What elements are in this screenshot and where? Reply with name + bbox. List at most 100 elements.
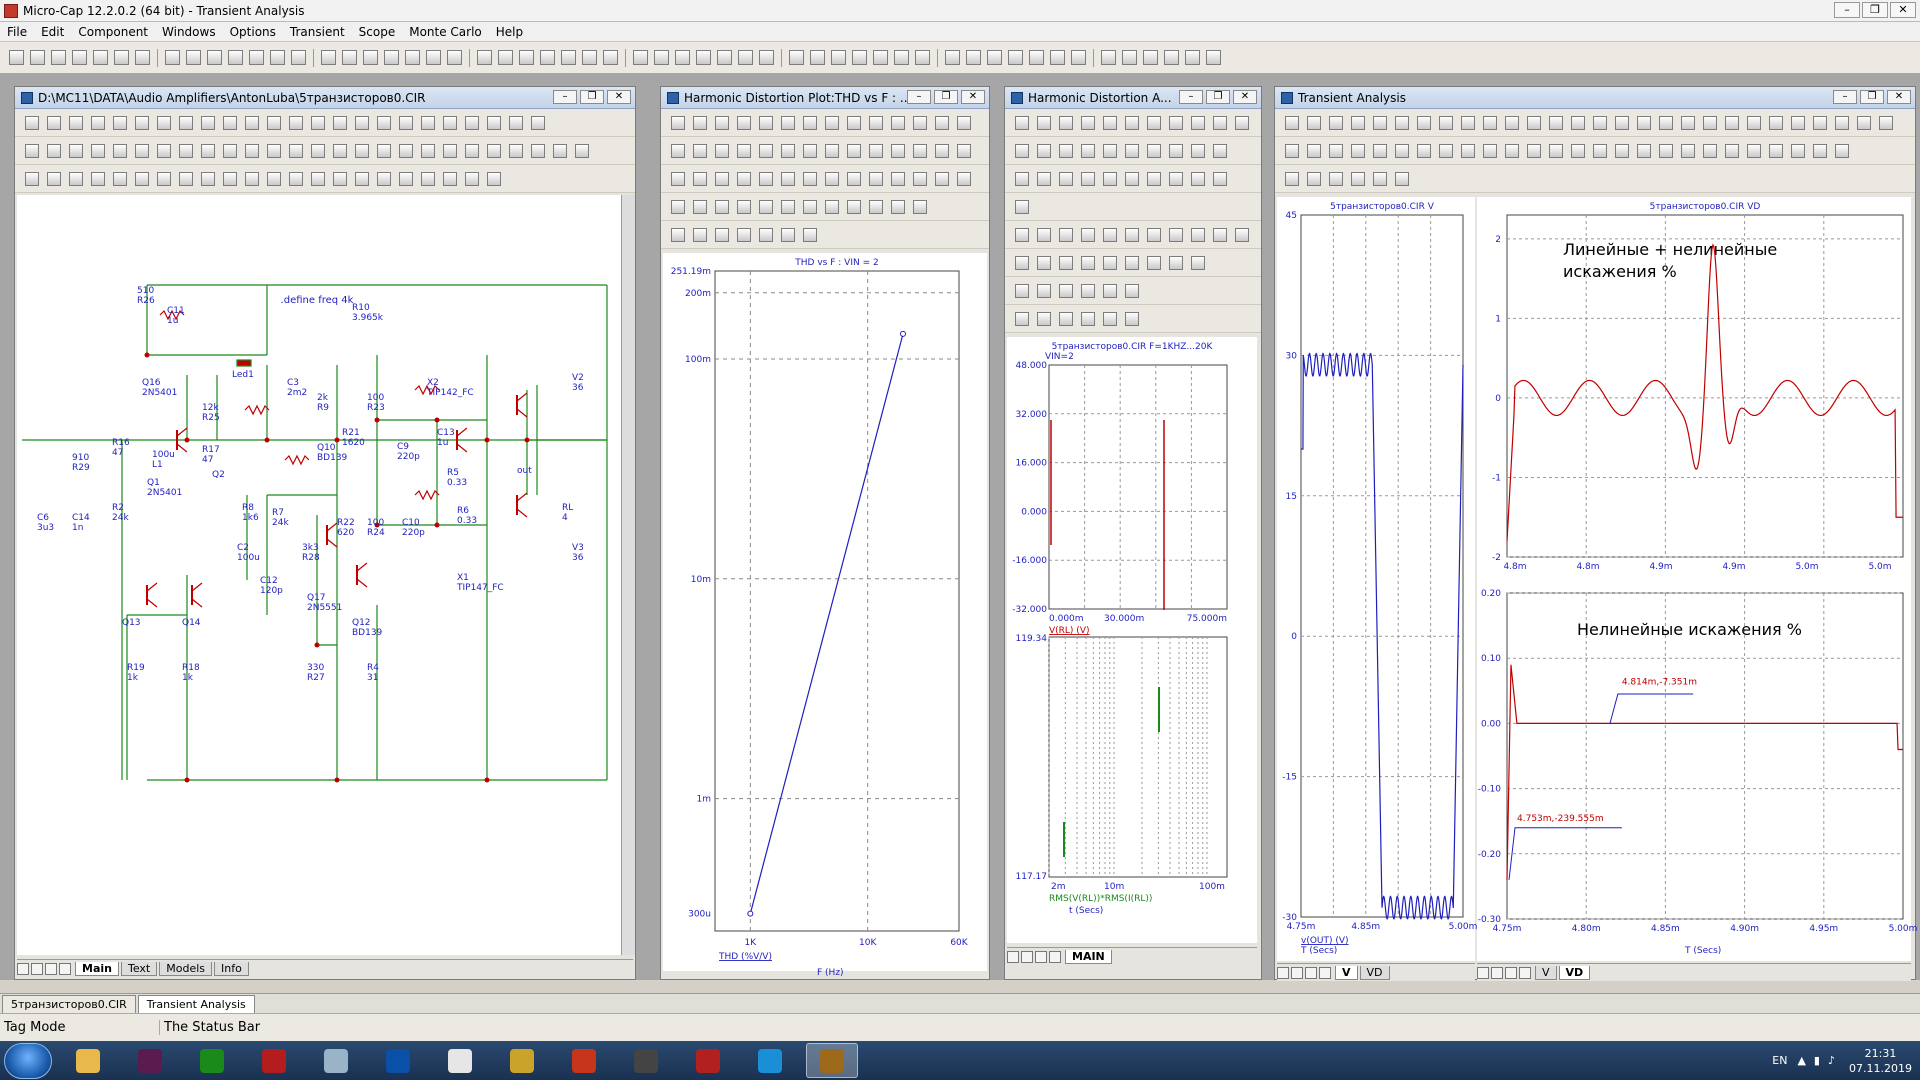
- tool-icon[interactable]: [1505, 115, 1519, 130]
- toolbar-button-icon[interactable]: [1050, 50, 1065, 65]
- tool-icon[interactable]: [869, 115, 883, 130]
- thd-minimize-button[interactable]: –: [907, 90, 931, 104]
- tool-icon[interactable]: [891, 171, 905, 186]
- taskbar-green-app-icon[interactable]: [186, 1043, 238, 1078]
- tool-icon[interactable]: [825, 115, 839, 130]
- tool-icon[interactable]: [1439, 143, 1453, 158]
- toolbar-button-icon[interactable]: [945, 50, 960, 65]
- tool-icon[interactable]: [759, 199, 773, 214]
- tool-icon[interactable]: [1461, 143, 1475, 158]
- tool-icon[interactable]: [1059, 311, 1073, 326]
- tab-main[interactable]: Main: [75, 961, 119, 976]
- toolbar-button-icon[interactable]: [114, 50, 129, 65]
- tool-icon[interactable]: [1571, 115, 1585, 130]
- ta-left-tab-v[interactable]: V: [1335, 965, 1358, 980]
- tool-icon[interactable]: [1213, 115, 1227, 130]
- tool-icon[interactable]: [157, 115, 171, 130]
- tool-icon[interactable]: [693, 199, 707, 214]
- tool-icon[interactable]: [69, 115, 83, 130]
- toolbar-button-icon[interactable]: [675, 50, 690, 65]
- tool-icon[interactable]: [1213, 227, 1227, 242]
- menu-file[interactable]: File: [7, 24, 28, 39]
- tool-icon[interactable]: [935, 115, 949, 130]
- tool-icon[interactable]: [1307, 143, 1321, 158]
- ta-minimize-button[interactable]: –: [1833, 90, 1857, 104]
- tool-icon[interactable]: [781, 143, 795, 158]
- tool-icon[interactable]: [869, 199, 883, 214]
- tool-icon[interactable]: [1659, 115, 1673, 130]
- tool-icon[interactable]: [781, 171, 795, 186]
- tool-icon[interactable]: [781, 199, 795, 214]
- tool-icon[interactable]: [869, 143, 883, 158]
- menu-monte-carlo[interactable]: Monte Carlo: [409, 24, 482, 39]
- tool-icon[interactable]: [69, 143, 83, 158]
- menu-transient[interactable]: Transient: [289, 24, 345, 39]
- tool-icon[interactable]: [1681, 115, 1695, 130]
- tool-icon[interactable]: [333, 171, 347, 186]
- tool-icon[interactable]: [509, 115, 523, 130]
- tool-icon[interactable]: [179, 115, 193, 130]
- minimize-button[interactable]: –: [1834, 2, 1860, 18]
- clock[interactable]: 21:31 07.11.2019: [1849, 1046, 1912, 1076]
- tool-icon[interactable]: [671, 171, 685, 186]
- tool-icon[interactable]: [355, 143, 369, 158]
- tool-icon[interactable]: [1169, 143, 1183, 158]
- tool-icon[interactable]: [1351, 171, 1365, 186]
- menu-component[interactable]: Component: [78, 24, 149, 39]
- tool-icon[interactable]: [135, 171, 149, 186]
- ha-tab-nav-next[interactable]: [1035, 950, 1047, 963]
- tool-icon[interactable]: [443, 115, 457, 130]
- tool-icon[interactable]: [1835, 115, 1849, 130]
- tool-icon[interactable]: [1103, 227, 1117, 242]
- menu-options[interactable]: Options: [229, 24, 276, 39]
- tool-icon[interactable]: [781, 227, 795, 242]
- tool-icon[interactable]: [913, 115, 927, 130]
- tool-icon[interactable]: [201, 115, 215, 130]
- ta-left-nav-first[interactable]: [1277, 966, 1289, 979]
- toolbar-button-icon[interactable]: [135, 50, 150, 65]
- tool-icon[interactable]: [913, 171, 927, 186]
- tool-icon[interactable]: [1835, 143, 1849, 158]
- tool-icon[interactable]: [1483, 115, 1497, 130]
- tool-icon[interactable]: [1081, 171, 1095, 186]
- tool-icon[interactable]: [803, 171, 817, 186]
- tool-icon[interactable]: [487, 115, 501, 130]
- tool-icon[interactable]: [1681, 143, 1695, 158]
- taskbar-skype-icon[interactable]: [744, 1043, 796, 1078]
- tool-icon[interactable]: [957, 115, 971, 130]
- tool-icon[interactable]: [1879, 115, 1893, 130]
- tool-icon[interactable]: [759, 115, 773, 130]
- tool-icon[interactable]: [1125, 311, 1139, 326]
- tool-icon[interactable]: [1125, 283, 1139, 298]
- tool-icon[interactable]: [1549, 143, 1563, 158]
- toolbar-button-icon[interactable]: [603, 50, 618, 65]
- tool-icon[interactable]: [1307, 115, 1321, 130]
- tool-icon[interactable]: [1059, 227, 1073, 242]
- tool-icon[interactable]: [1813, 143, 1827, 158]
- tool-icon[interactable]: [891, 115, 905, 130]
- tool-icon[interactable]: [1191, 171, 1205, 186]
- tool-icon[interactable]: [1351, 115, 1365, 130]
- toolbar-button-icon[interactable]: [987, 50, 1002, 65]
- tool-icon[interactable]: [289, 143, 303, 158]
- tool-icon[interactable]: [1059, 143, 1073, 158]
- tool-icon[interactable]: [289, 171, 303, 186]
- tool-icon[interactable]: [487, 171, 501, 186]
- tool-icon[interactable]: [671, 227, 685, 242]
- tool-icon[interactable]: [1147, 255, 1161, 270]
- tool-icon[interactable]: [803, 227, 817, 242]
- tool-icon[interactable]: [69, 171, 83, 186]
- tool-icon[interactable]: [913, 199, 927, 214]
- tool-icon[interactable]: [421, 115, 435, 130]
- ta-right-nav-next[interactable]: [1505, 966, 1517, 979]
- tool-icon[interactable]: [1593, 143, 1607, 158]
- tool-icon[interactable]: [869, 171, 883, 186]
- tab-nav-last[interactable]: [59, 962, 71, 975]
- toolbar-button-icon[interactable]: [249, 50, 264, 65]
- tool-icon[interactable]: [1395, 143, 1409, 158]
- tool-icon[interactable]: [671, 143, 685, 158]
- menu-help[interactable]: Help: [495, 24, 524, 39]
- tool-icon[interactable]: [1081, 255, 1095, 270]
- tool-icon[interactable]: [1439, 115, 1453, 130]
